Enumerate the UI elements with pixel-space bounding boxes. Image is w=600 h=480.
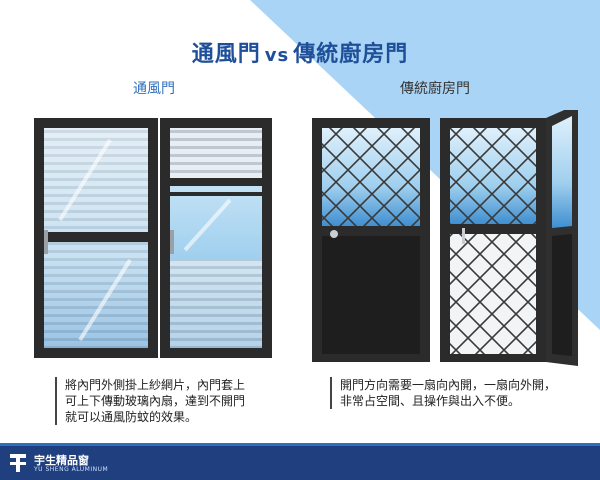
footer-bar: 宇生精品窗 YU SHENG ALUMINUM — [0, 443, 600, 480]
traditional-door-1 — [312, 118, 430, 362]
door-illustrations — [34, 110, 578, 366]
ventilation-door-2 — [160, 118, 272, 358]
ventilation-door-description: 將內門外側掛上紗網片，內門套上 可上下傳動玻璃內扇，達到不開門 就可以通風防蚊的… — [55, 377, 275, 425]
traditional-door-label: 傳統廚房門 — [400, 81, 470, 97]
brand-name: 宇生精品窗 — [34, 454, 89, 467]
brand-subtitle: YU SHENG ALUMINUM — [34, 466, 109, 473]
traditional-door-description: 開門方向需要一扇向內開，一扇向外開， 非常占空間、且操作與出入不便。 — [330, 377, 590, 409]
ventilation-door-1 — [34, 118, 158, 358]
ventilation-door-label: 通風門 — [133, 81, 175, 97]
brand-logo-icon — [10, 454, 26, 472]
traditional-door-2 — [440, 110, 578, 366]
